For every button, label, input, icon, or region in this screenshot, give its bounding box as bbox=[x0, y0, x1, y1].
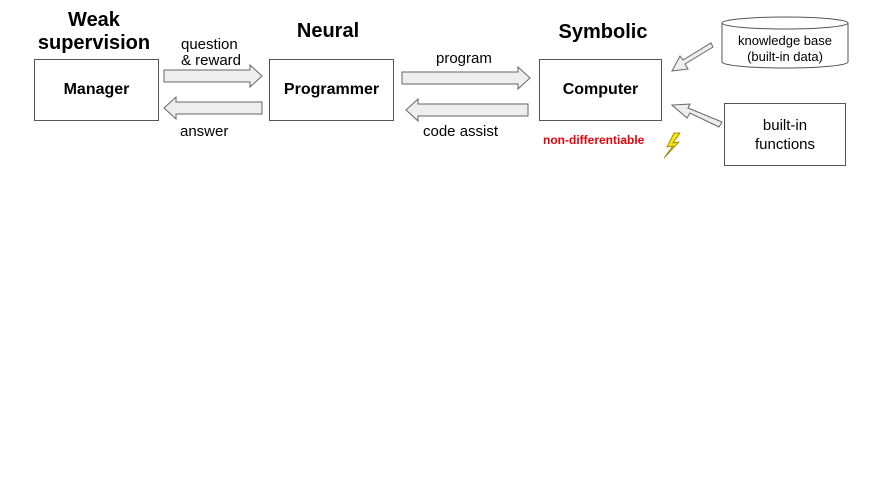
programmer-label: Programmer bbox=[283, 81, 380, 98]
knowledge-base-line2: (built-in data) bbox=[747, 49, 823, 64]
program-label: program bbox=[436, 50, 492, 67]
built-in-functions-arrow bbox=[670, 103, 723, 128]
manager-label: Manager bbox=[63, 81, 130, 98]
built-in-functions-node: built-in functions bbox=[724, 103, 846, 166]
question-reward-label: question & reward bbox=[181, 37, 241, 69]
built-in-functions-line1: built-in bbox=[762, 116, 808, 134]
weak-supervision-header: Weak supervision bbox=[32, 9, 156, 55]
computer-label: Computer bbox=[562, 81, 639, 98]
knowledge-base-cylinder bbox=[721, 16, 849, 69]
code-assist-arrow bbox=[405, 97, 529, 123]
answer-label: answer bbox=[180, 123, 229, 140]
question-reward-arrow bbox=[163, 63, 263, 89]
manager-node: Manager bbox=[34, 59, 159, 121]
program-arrow bbox=[401, 65, 531, 91]
question-label-line2: & reward bbox=[181, 52, 242, 69]
symbolic-header: Symbolic bbox=[558, 21, 648, 43]
lightning-icon bbox=[663, 132, 681, 159]
knowledge-base-arrow bbox=[671, 42, 714, 72]
programmer-node: Programmer bbox=[269, 59, 394, 121]
answer-arrow bbox=[163, 95, 263, 121]
weak-supervision-header-line2: supervision bbox=[37, 32, 151, 54]
question-label-line1: question bbox=[181, 36, 238, 53]
knowledge-base-line1: knowledge base bbox=[738, 33, 832, 48]
weak-supervision-header-line1: Weak bbox=[68, 9, 120, 31]
built-in-functions-line2: functions bbox=[754, 135, 816, 153]
non-differentiable-label: non-differentiable bbox=[543, 133, 645, 147]
code-assist-label: code assist bbox=[423, 123, 499, 140]
computer-node: Computer bbox=[539, 59, 662, 121]
knowledge-base-label: knowledge base (built-in data) bbox=[722, 33, 848, 65]
neural-header: Neural bbox=[296, 20, 360, 42]
